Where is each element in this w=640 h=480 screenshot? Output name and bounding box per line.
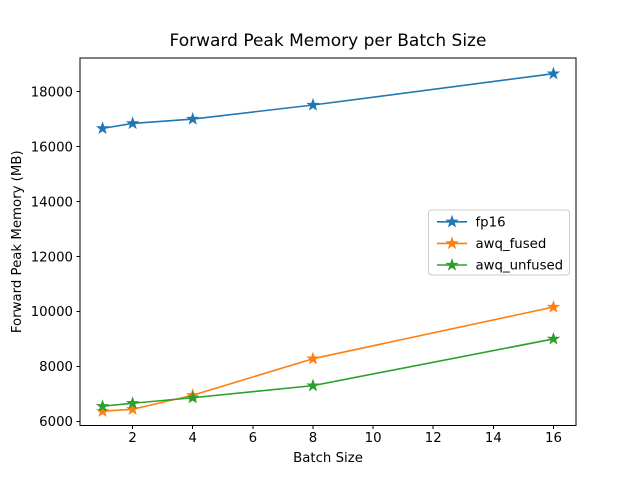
data-point-marker-fp16 xyxy=(546,66,561,80)
data-point-marker-awq_fused xyxy=(306,351,320,365)
y-tick-label: 16000 xyxy=(31,140,73,155)
x-tick-label: 8 xyxy=(309,431,317,446)
data-point-marker-awq_unfused xyxy=(186,390,200,404)
y-tick-label: 14000 xyxy=(31,195,73,210)
data-point-marker-awq_unfused xyxy=(95,399,110,412)
data-point-marker-fp16 xyxy=(186,111,200,125)
legend-label: fp16 xyxy=(476,216,506,231)
y-tick-label: 18000 xyxy=(31,85,73,100)
legend-marker xyxy=(445,257,459,271)
legend: fp16 awq_fused awq_unfused xyxy=(428,209,570,276)
series-line-awq_fused xyxy=(101,306,555,413)
data-point-marker-awq_fused xyxy=(95,404,110,417)
data-point-marker-awq_fused xyxy=(546,300,561,313)
y-tick-label: 12000 xyxy=(31,250,73,265)
chart-title: Forward Peak Memory per Batch Size xyxy=(170,31,487,51)
x-tick-label: 6 xyxy=(249,431,257,446)
x-tick-label: 16 xyxy=(545,431,562,446)
y-tick-label: 6000 xyxy=(39,415,73,430)
legend-label: awq_fused xyxy=(476,237,547,252)
axes-spines xyxy=(79,57,577,426)
x-tick-label: 14 xyxy=(485,431,502,446)
data-point-marker-awq_unfused xyxy=(546,331,561,345)
data-point-marker-fp16 xyxy=(306,97,320,111)
data-point-marker-awq_unfused xyxy=(125,396,140,409)
series-line-awq_unfused xyxy=(101,338,555,408)
x-tick-label: 2 xyxy=(128,431,136,446)
y-tick-label: 8000 xyxy=(39,360,73,375)
legend-marker xyxy=(445,214,459,228)
legend-box xyxy=(428,209,570,276)
x-tick-label: 12 xyxy=(425,431,442,446)
x-tick-label: 4 xyxy=(188,431,196,446)
legend-item-fp16: fp16 xyxy=(437,214,506,231)
data-point-marker-fp16 xyxy=(95,121,110,135)
legend-item-awq_fused: awq_fused xyxy=(437,236,547,252)
x-tick-label: 10 xyxy=(365,431,382,446)
series-line-fp16 xyxy=(101,72,555,130)
data-point-marker-fp16 xyxy=(125,116,140,130)
y-axis-label: Forward Peak Memory (MB) xyxy=(10,150,25,333)
y-tick-label: 10000 xyxy=(31,305,73,320)
x-axis-label: Batch Size xyxy=(293,451,363,466)
legend-item-awq_unfused: awq_unfused xyxy=(437,257,564,274)
data-point-marker-awq_fused xyxy=(125,402,140,415)
legend-marker xyxy=(445,236,459,250)
legend-label: awq_unfused xyxy=(476,259,564,274)
data-point-marker-awq_unfused xyxy=(306,378,320,392)
